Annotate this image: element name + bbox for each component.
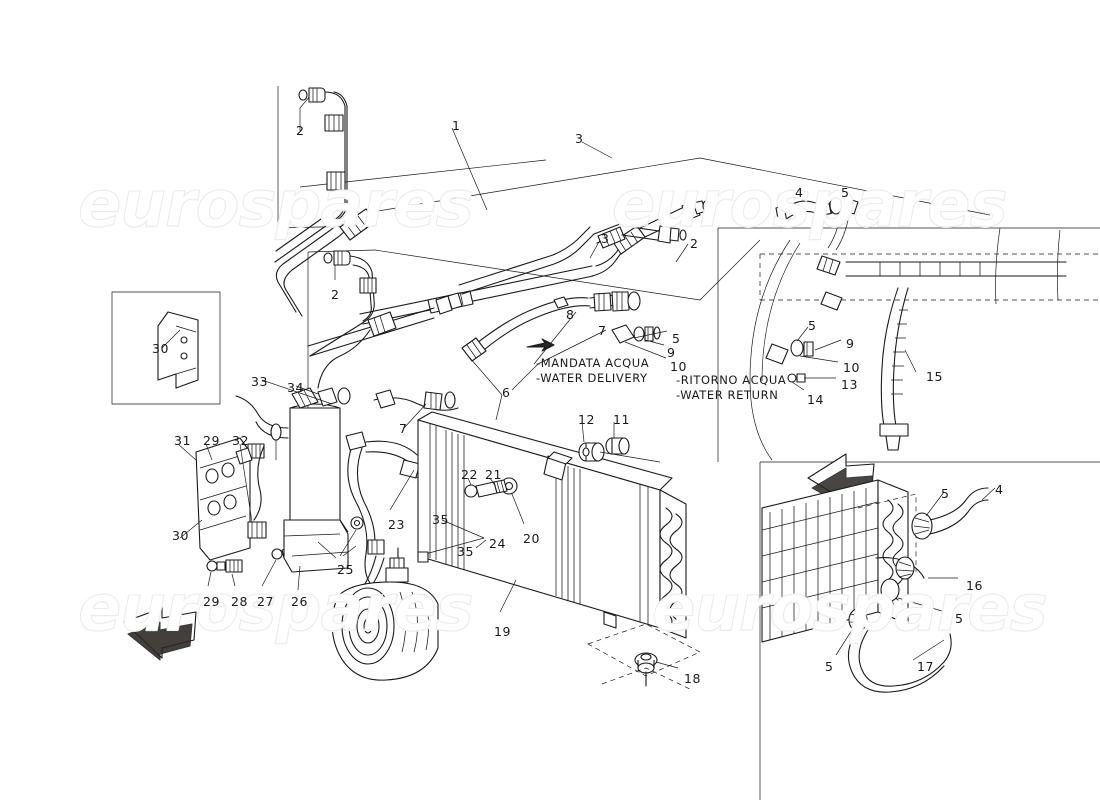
callout-number: 23 (388, 517, 405, 532)
callout-number: 2 (296, 123, 305, 138)
caption-water-return: -RITORNO ACQUA-WATER RETURN (676, 373, 786, 403)
callout-number: 35 (432, 512, 449, 527)
evaporator-assembly (759, 453, 1100, 800)
callout-number: 28 (231, 594, 248, 609)
callout-number: 20 (523, 531, 540, 546)
callout-number: 5 (808, 318, 817, 333)
receiver-drier (235, 311, 397, 591)
hose-assembly-top (274, 86, 991, 325)
callout-number: 2 (690, 236, 699, 251)
callout-number: 18 (684, 671, 701, 686)
caption-line-en: -WATER RETURN (676, 388, 779, 402)
callout-number: 10 (670, 359, 687, 374)
caption-water-delivery: -MANDATA ACQUA-WATER DELIVERY (536, 356, 649, 386)
caption-line-it: -RITORNO ACQUA (676, 373, 787, 387)
callout-number: 24 (489, 536, 506, 551)
caption-line-en: -WATER DELIVERY (536, 371, 648, 385)
callout-number: 19 (494, 624, 511, 639)
callout-number: 3 (601, 231, 610, 246)
callout-number: 3 (575, 131, 584, 146)
callout-number: 32 (232, 433, 249, 448)
callout-number: 15 (926, 369, 943, 384)
callout-number: 25 (337, 562, 354, 577)
callout-number: 5 (825, 659, 834, 674)
callout-number: 30 (152, 341, 169, 356)
callout-number: 12 (578, 412, 595, 427)
callout-number: 21 (485, 467, 502, 482)
callout-number: 31 (174, 433, 191, 448)
callout-number: 29 (203, 433, 220, 448)
callout-number: 34 (287, 380, 304, 395)
view-direction-arrow (123, 607, 197, 661)
callout-number: 13 (841, 377, 858, 392)
callout-number: 9 (667, 345, 676, 360)
callout-number: 35 (457, 544, 474, 559)
callout-number: 22 (461, 467, 478, 482)
condenser (417, 411, 701, 691)
callout-number: 7 (598, 323, 607, 338)
callout-number: 5 (672, 331, 681, 346)
callout-number: 6 (502, 385, 511, 400)
compressor (331, 545, 439, 681)
callout-number: 11 (613, 412, 630, 427)
callout-number: 29 (203, 594, 220, 609)
callout-number: 8 (566, 307, 575, 322)
callout-number: 14 (807, 392, 824, 407)
callout-number: 10 (843, 360, 860, 375)
callout-number: 33 (251, 374, 268, 389)
callout-number: 16 (966, 578, 983, 593)
callout-number: 9 (846, 336, 855, 351)
caption-line-it: -MANDATA ACQUA (536, 356, 650, 370)
callout-number: 1 (452, 118, 461, 133)
firewall-panel (717, 195, 1100, 462)
callout-number: 7 (399, 421, 408, 436)
callout-number: 5 (841, 185, 850, 200)
callout-number: 4 (995, 482, 1004, 497)
callout-number: 5 (955, 611, 964, 626)
callout-number: 4 (795, 185, 804, 200)
callout-number: 26 (291, 594, 308, 609)
callout-number: 27 (257, 594, 274, 609)
callout-number: 2 (331, 287, 340, 302)
bracket-inset (111, 291, 221, 405)
callout-number: 5 (941, 486, 950, 501)
callout-number: 30 (172, 528, 189, 543)
callout-number: 17 (917, 659, 934, 674)
